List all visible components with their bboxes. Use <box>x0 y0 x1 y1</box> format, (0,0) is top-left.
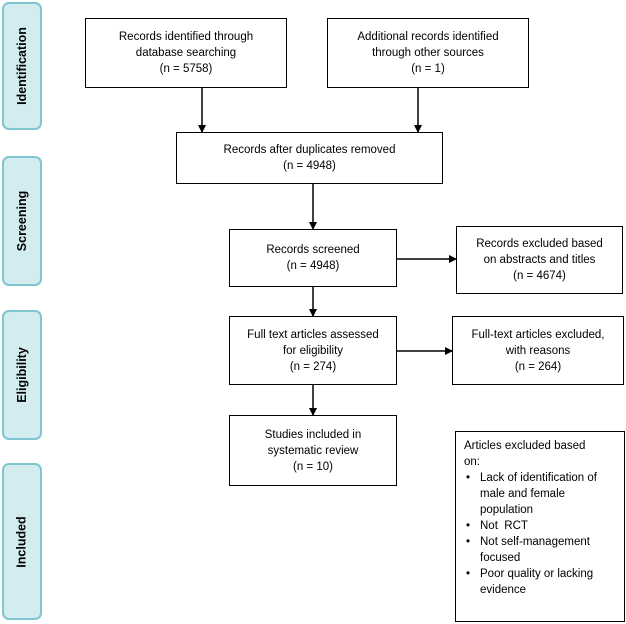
bullet-icon: • <box>466 536 471 548</box>
studies-included-box: Studies included in systematic review (n… <box>229 415 397 486</box>
stage-included: Included <box>2 463 42 620</box>
fulltext-assessed-box: Full text articles assessed for eligibil… <box>229 316 397 385</box>
exclusion-reasons-header: Articles excluded based on: <box>464 440 586 468</box>
duplicates-removed-box: Records after duplicates removed (n = 49… <box>176 132 443 184</box>
excluded-abstracts-box: Records excluded based on abstracts and … <box>456 226 623 294</box>
exclusion-reasons-list: • Lack of identification of male and fem… <box>464 470 616 598</box>
exclusion-reason-item: • Poor quality or lacking evidence <box>466 568 594 596</box>
exclusion-reasons-box: Articles excluded based on: • Lack of id… <box>455 431 625 622</box>
exclusion-reason-item: • Not RCT <box>466 520 528 532</box>
bullet-icon: • <box>466 568 471 580</box>
other-sources-box: Additional records identified through ot… <box>327 18 529 88</box>
exclusion-reason-item: • Lack of identification of male and fem… <box>466 472 597 516</box>
stage-screening: Screening <box>2 156 42 286</box>
records-screened-box: Records screened (n = 4948) <box>229 229 397 287</box>
stage-eligibility: Eligibility <box>2 310 42 440</box>
fulltext-excluded-box: Full-text articles excluded, with reason… <box>452 316 624 385</box>
exclusion-reason-item: • Not self-management focused <box>466 536 590 564</box>
bullet-icon: • <box>466 520 471 532</box>
stage-identification: Identification <box>2 2 42 130</box>
database-records-box: Records identified through database sear… <box>85 18 287 88</box>
bullet-icon: • <box>466 472 471 484</box>
